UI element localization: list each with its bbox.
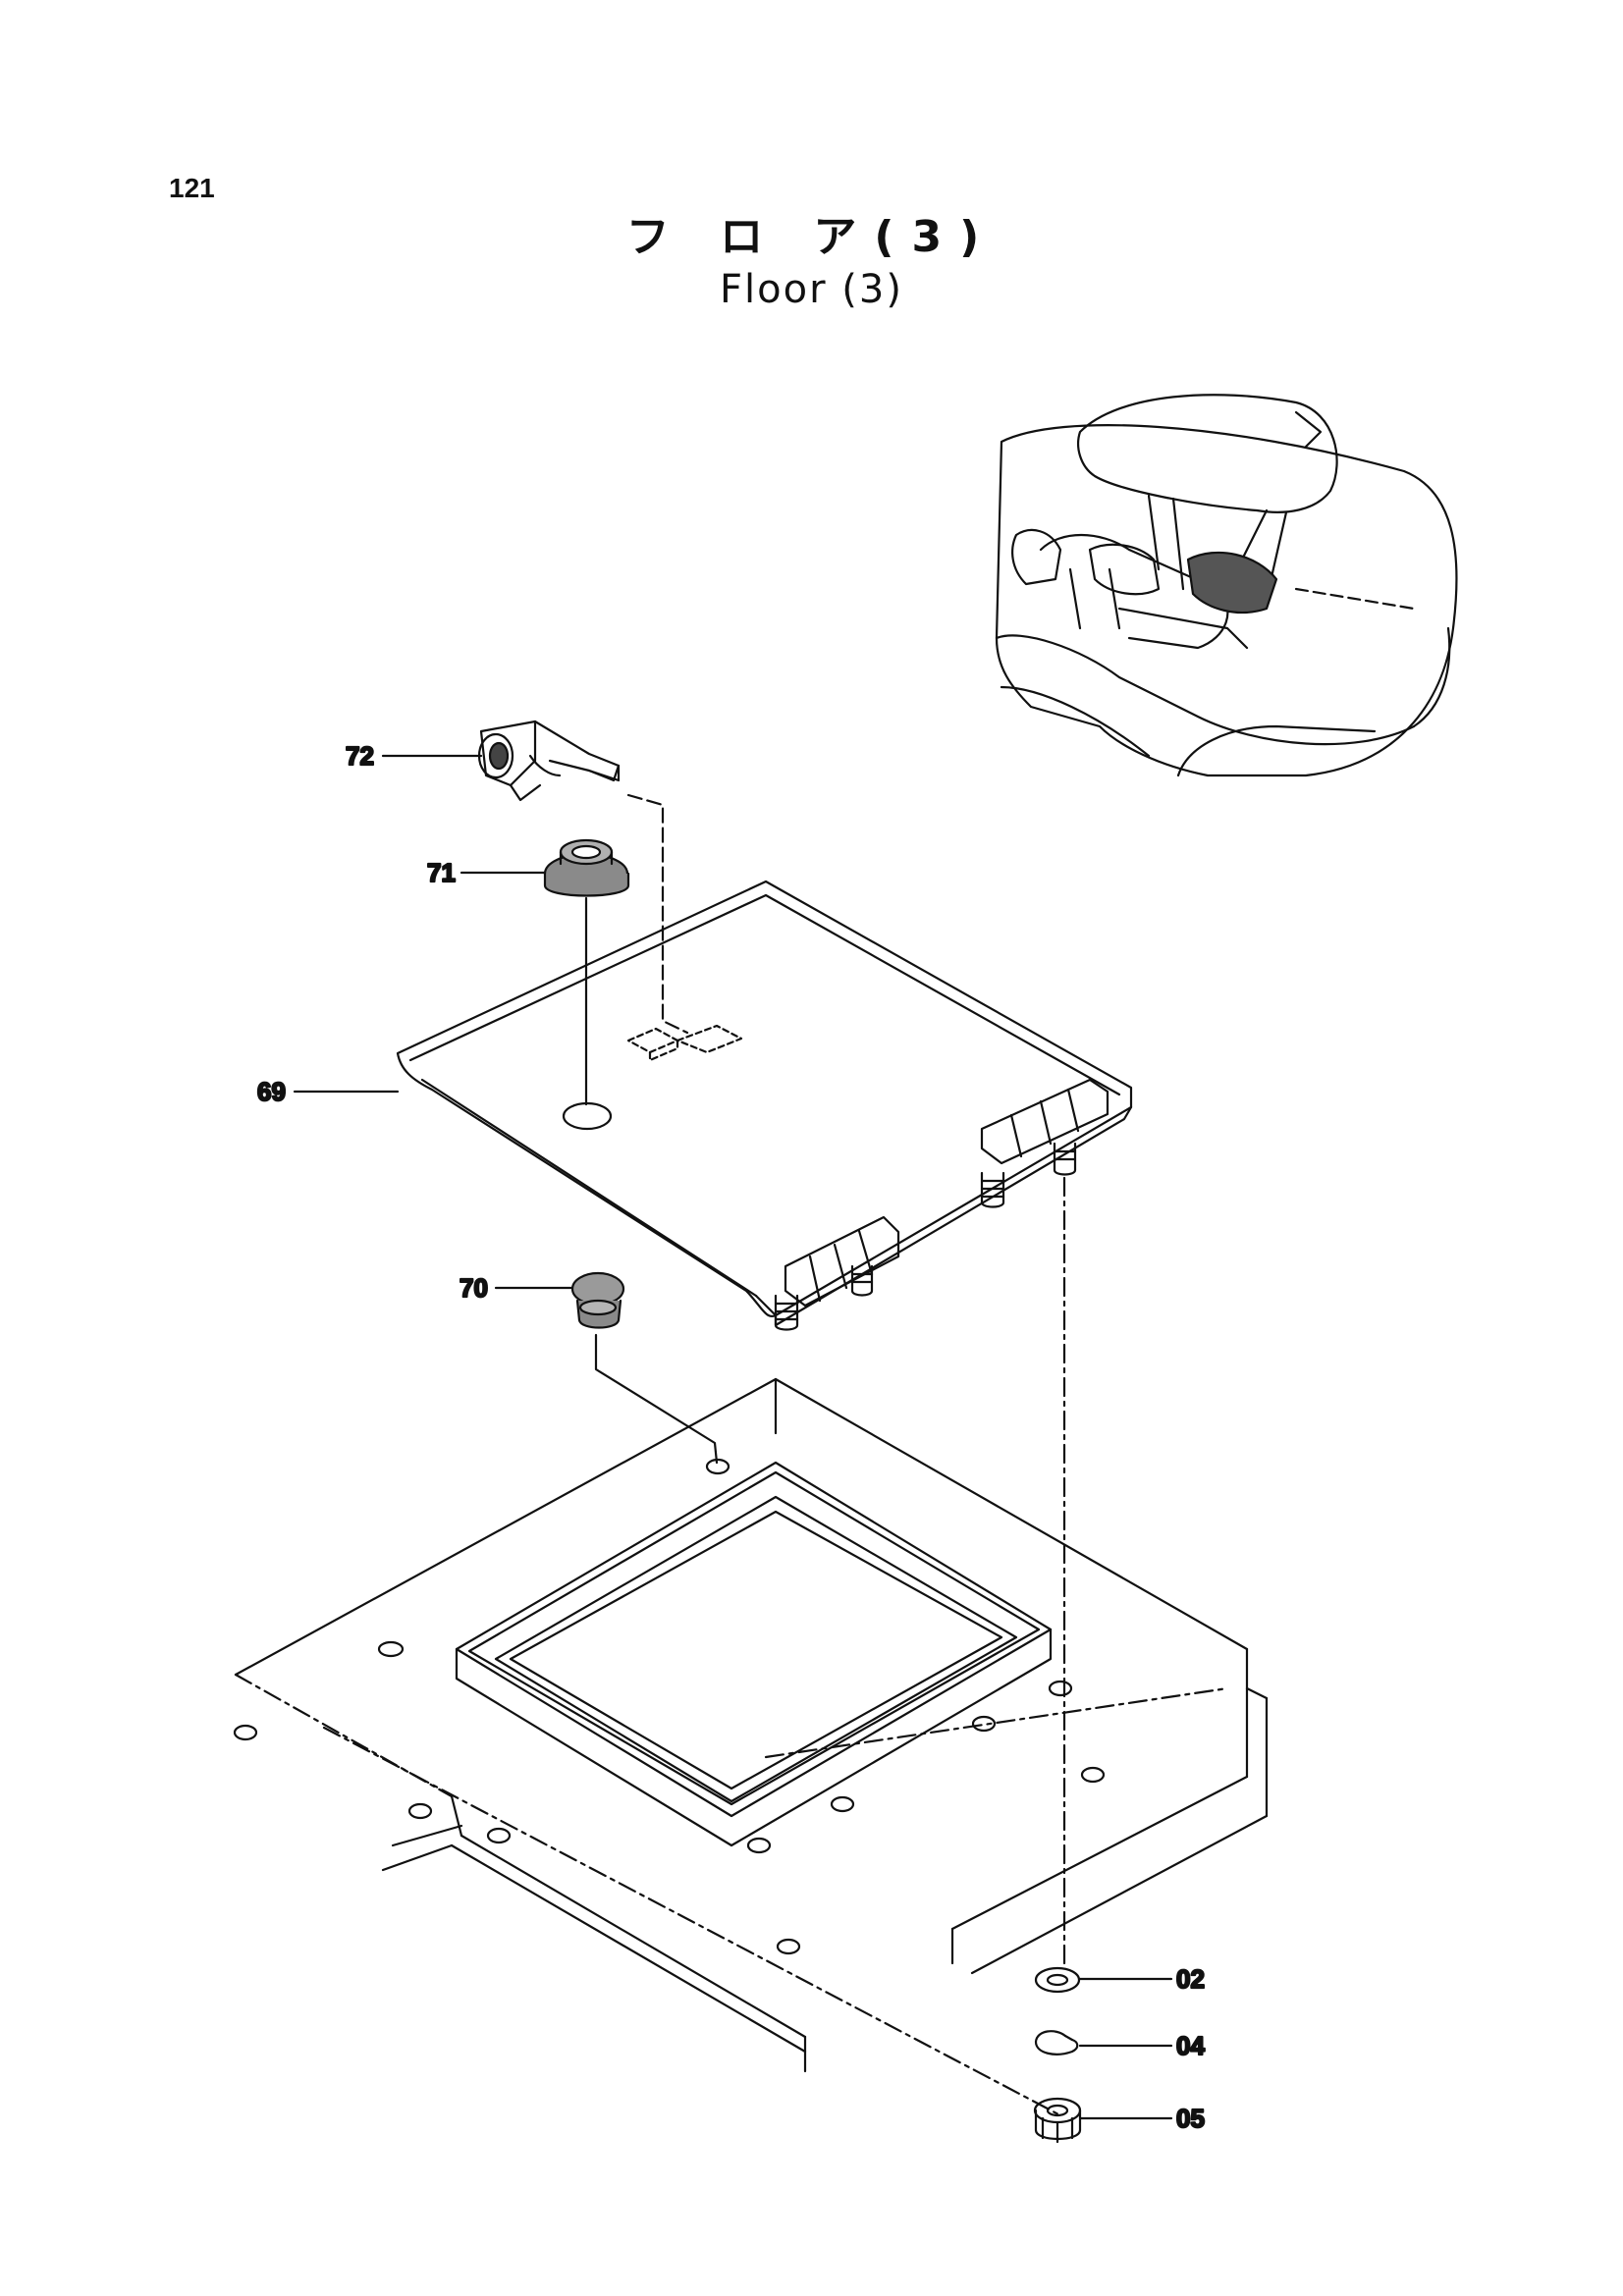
label-part-02: 02 (1176, 1964, 1205, 1994)
label-part-69: 69 (257, 1077, 286, 1106)
fastener-parts (1033, 1966, 1082, 2144)
grommet-part (543, 838, 630, 897)
label-part-04: 04 (1176, 2031, 1205, 2060)
page-number: 121 (169, 173, 215, 203)
label-part-70: 70 (460, 1273, 488, 1303)
plug-part (570, 1271, 625, 1329)
hinge-studs (774, 1142, 1077, 1331)
cab-overview-inset (995, 394, 1458, 777)
title-english: Floor (3) (720, 267, 903, 312)
title-japanese: フ ロ ア(3) (625, 212, 998, 262)
floor-plate (233, 1377, 1269, 2117)
label-part-72: 72 (346, 741, 374, 771)
latch-part (477, 720, 621, 802)
hatch-cover (396, 880, 1133, 1331)
label-part-05: 05 (1176, 2104, 1205, 2133)
label-part-71: 71 (427, 858, 456, 887)
assembly-lines (293, 754, 1173, 2120)
